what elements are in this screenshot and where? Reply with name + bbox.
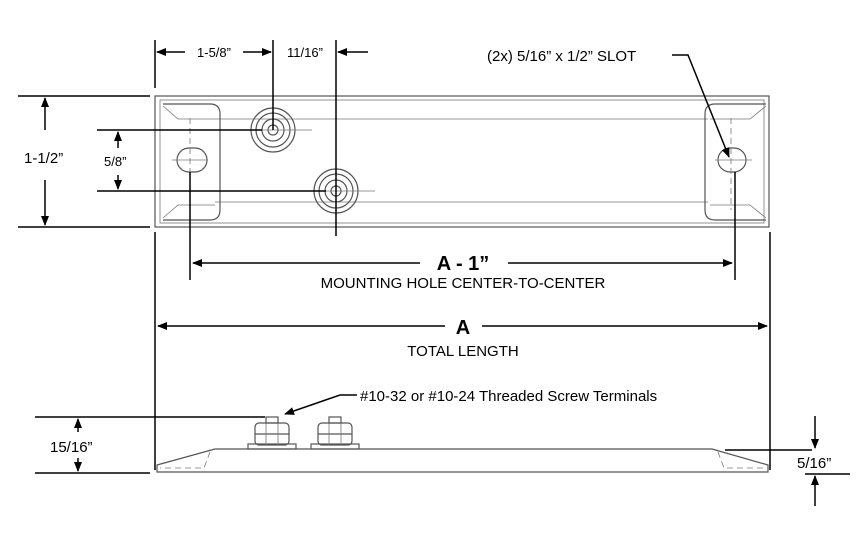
mounting-caption: MOUNTING HOLE CENTER-TO-CENTER [321, 275, 606, 292]
top-dimensions: 1-5/8” 11/16” 1-1/2” 5/8” (2x) 5/16” x 1… [18, 40, 771, 470]
top-view [154, 95, 770, 228]
side-view: #10-32 or #10-24 Threaded Screw Terminal… [35, 388, 850, 506]
total-dim: A [456, 317, 470, 339]
right-end-pocket [704, 103, 766, 221]
terminal-side-2-icon [310, 416, 360, 450]
terminal-side-1-icon [247, 416, 297, 450]
total-caption: TOTAL LENGTH [407, 343, 518, 360]
slot-callout: (2x) 5/16” x 1/2” SLOT [487, 48, 636, 65]
dim-first-terminal: 1-5/8” [197, 45, 231, 60]
dim-base-thickness: 5/16” [797, 455, 831, 472]
mounting-dim: A - 1” [437, 253, 490, 275]
dim-terminal-spacing: 11/16” [287, 45, 323, 60]
dim-width: 1-1/2” [24, 150, 63, 167]
heater-body-outline [154, 95, 770, 228]
heater-side-outline [156, 448, 769, 473]
left-end-pocket [163, 103, 221, 221]
dim-height: 15/16” [50, 439, 93, 456]
dim-terminal-offset: 5/8” [104, 154, 126, 169]
terminal-callout: #10-32 or #10-24 Threaded Screw Terminal… [360, 388, 657, 405]
